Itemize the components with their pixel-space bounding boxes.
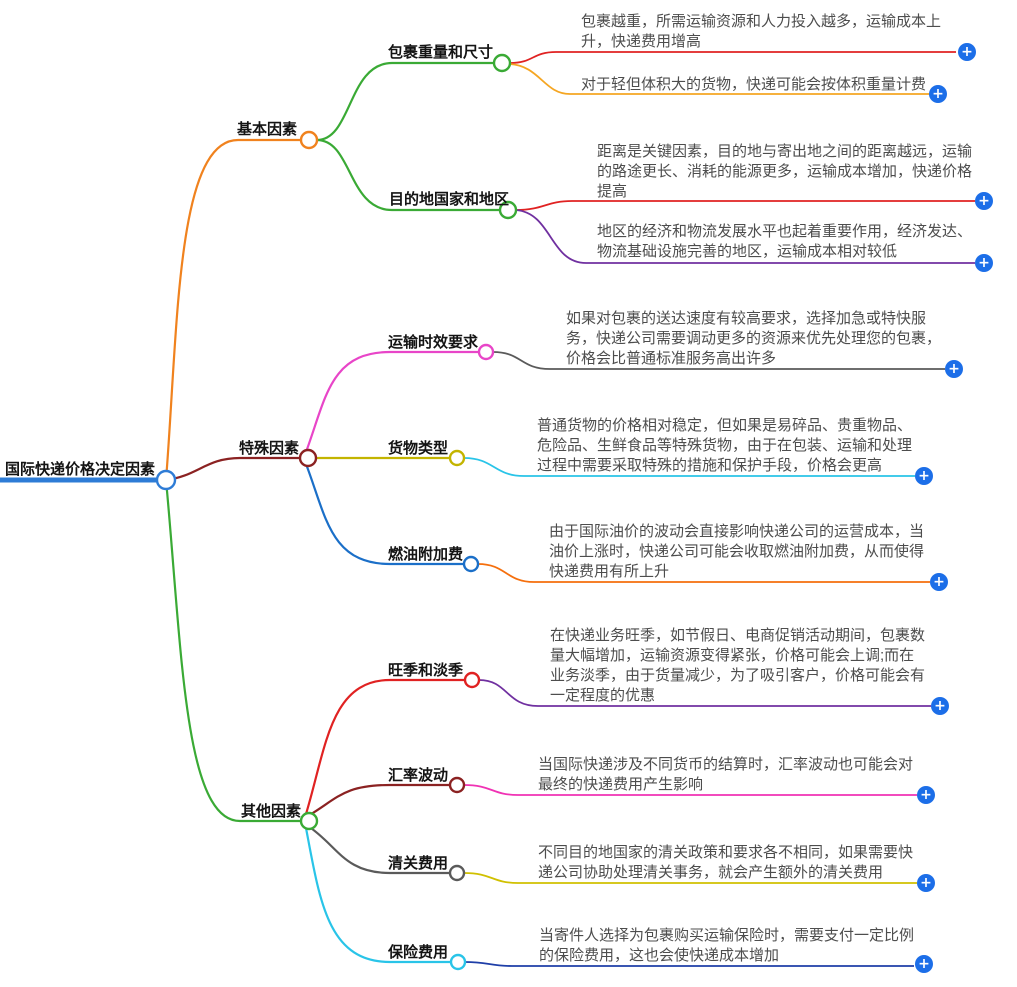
expand-button[interactable]: + bbox=[975, 192, 993, 210]
leaf-note[interactable]: 由于国际油价的波动会直接影响快递公司的运营成本，当 油价上涨时，快递公司可能会收… bbox=[549, 523, 925, 580]
leaf-line bbox=[492, 351, 945, 370]
connector-line bbox=[304, 827, 451, 964]
node-handle[interactable] bbox=[492, 53, 512, 73]
node-handle[interactable] bbox=[477, 343, 495, 361]
topic-label-peak-off-season[interactable]: 旺季和淡季 bbox=[388, 662, 464, 679]
leaf-line bbox=[464, 961, 914, 967]
plus-icon: + bbox=[918, 956, 930, 972]
topic-label-basic-factors[interactable]: 基本因素 bbox=[237, 121, 298, 138]
leaf-line bbox=[477, 563, 930, 583]
leaf-line bbox=[515, 200, 975, 211]
expand-button[interactable]: + bbox=[929, 85, 947, 103]
plus-icon: + bbox=[920, 787, 932, 803]
topic-label-other-factors[interactable]: 其他因素 bbox=[241, 803, 302, 820]
plus-icon: + bbox=[978, 193, 990, 209]
node-handle[interactable] bbox=[298, 448, 318, 468]
plus-icon: + bbox=[978, 255, 990, 271]
connector-line bbox=[165, 456, 300, 482]
topic-label-special-factors[interactable]: 特殊因素 bbox=[239, 440, 300, 457]
node-handle[interactable] bbox=[155, 469, 177, 491]
expand-button[interactable]: + bbox=[917, 786, 935, 804]
leaf-note[interactable]: 不同目的地国家的清关政策和要求各不相同，如果需要快 递公司协助处理清关事务，就会… bbox=[538, 844, 914, 881]
connector-line bbox=[307, 825, 450, 875]
plus-icon: + bbox=[920, 875, 932, 891]
expand-button[interactable]: + bbox=[915, 467, 933, 485]
node-handle[interactable] bbox=[299, 130, 319, 150]
plus-icon: + bbox=[932, 86, 944, 102]
leaf-note[interactable]: 地区的经济和物流发展水平也起着重要作用，经济发达、 物流基础设施完善的地区，运输… bbox=[597, 223, 973, 260]
topic-label-cargo-type[interactable]: 货物类型 bbox=[388, 440, 449, 457]
plus-icon: + bbox=[934, 698, 946, 714]
plus-icon: + bbox=[933, 574, 945, 590]
leaf-note[interactable]: 对于轻但体积大的货物，快递可能会按体积重量计费 bbox=[581, 76, 927, 93]
topic-label-customs-fee[interactable]: 清关费用 bbox=[388, 855, 449, 872]
node-handle[interactable] bbox=[463, 671, 481, 689]
topic-label-insurance-fee[interactable]: 保险费用 bbox=[388, 944, 449, 961]
connector-line bbox=[316, 61, 494, 142]
topic-label-destination[interactable]: 目的地国家和地区 bbox=[389, 191, 510, 208]
topic-label-fuel-surcharge[interactable]: 燃油附加费 bbox=[388, 546, 464, 563]
connector-line bbox=[304, 463, 464, 566]
connector-line bbox=[164, 479, 301, 823]
node-handle[interactable] bbox=[448, 864, 466, 882]
leaf-note[interactable]: 如果对包裹的送达速度有较高要求，选择加急或特快服 务，快递公司需要调动更多的资源… bbox=[566, 310, 942, 367]
leaf-note[interactable]: 距离是关键因素，目的地与寄出地之间的距离越远，运输 的路途更长、消耗的能源更多，… bbox=[597, 143, 973, 200]
node-handle[interactable] bbox=[448, 776, 466, 794]
expand-button[interactable]: + bbox=[931, 697, 949, 715]
leaf-line bbox=[463, 784, 917, 796]
leaf-note[interactable]: 在快递业务旺季，如节假日、电商促销活动期间，包裹数 量大幅增加，运输资源变得紧张… bbox=[550, 627, 926, 704]
connector-line bbox=[304, 350, 479, 453]
leaf-line bbox=[509, 51, 956, 64]
leaf-note[interactable]: 普通货物的价格相对稳定，但如果是易碎品、贵重物品、 危险品、生鲜食品等特殊货物，… bbox=[537, 417, 913, 474]
node-handle[interactable] bbox=[498, 200, 518, 220]
connector-line bbox=[164, 138, 301, 481]
leaf-line bbox=[509, 63, 929, 95]
leaf-note[interactable]: 包裹越重，所需运输资源和人力投入越多，运输成本上 升，快递费用增高 bbox=[581, 13, 942, 50]
expand-button[interactable]: + bbox=[958, 43, 976, 61]
expand-button[interactable]: + bbox=[917, 874, 935, 892]
connector-line bbox=[304, 678, 465, 815]
topic-label-weight-size[interactable]: 包裹重量和尺寸 bbox=[388, 44, 494, 61]
root-topic-label[interactable]: 国际快递价格决定因素 bbox=[5, 461, 156, 478]
node-handle[interactable] bbox=[449, 953, 467, 971]
plus-icon: + bbox=[918, 468, 930, 484]
leaf-line bbox=[515, 209, 975, 264]
topic-label-delivery-speed[interactable]: 运输时效要求 bbox=[388, 334, 479, 351]
expand-button[interactable]: + bbox=[945, 360, 963, 378]
leaf-line bbox=[478, 679, 931, 707]
leaf-note[interactable]: 当国际快递涉及不同货币的结算时，汇率波动也可能会对 最终的快递费用产生影响 bbox=[538, 756, 914, 793]
topic-label-exchange-rate[interactable]: 汇率波动 bbox=[388, 767, 449, 784]
plus-icon: + bbox=[948, 361, 960, 377]
expand-button[interactable]: + bbox=[930, 573, 948, 591]
plus-icon: + bbox=[961, 44, 973, 60]
node-handle[interactable] bbox=[448, 449, 466, 467]
leaf-line bbox=[463, 872, 917, 884]
connector-line bbox=[316, 138, 500, 212]
expand-button[interactable]: + bbox=[975, 254, 993, 272]
connector-line bbox=[307, 783, 450, 817]
node-handle[interactable] bbox=[299, 811, 319, 831]
leaf-line bbox=[463, 457, 915, 477]
leaf-note[interactable]: 当寄件人选择为包裹购买运输保险时，需要支付一定比例 的保险费用，这也会使快递成本… bbox=[539, 927, 915, 964]
expand-button[interactable]: + bbox=[915, 955, 933, 973]
node-handle[interactable] bbox=[462, 555, 480, 573]
